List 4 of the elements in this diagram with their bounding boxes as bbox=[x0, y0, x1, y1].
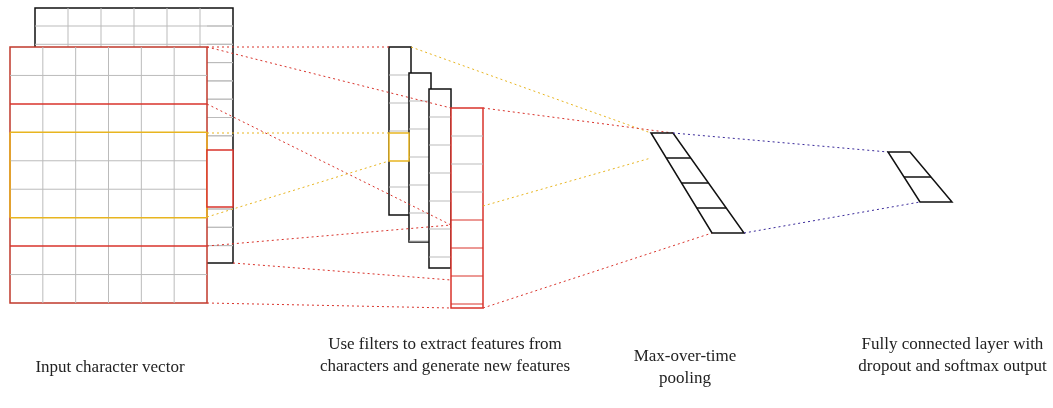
caption: Use filters to extract features from characters and generate new features bbox=[318, 333, 572, 377]
caption: Max-over-time pooling bbox=[632, 345, 738, 389]
caption: Input character vector bbox=[34, 356, 186, 378]
caption: Fully connected layer with dropout and softmax output bbox=[857, 333, 1048, 377]
